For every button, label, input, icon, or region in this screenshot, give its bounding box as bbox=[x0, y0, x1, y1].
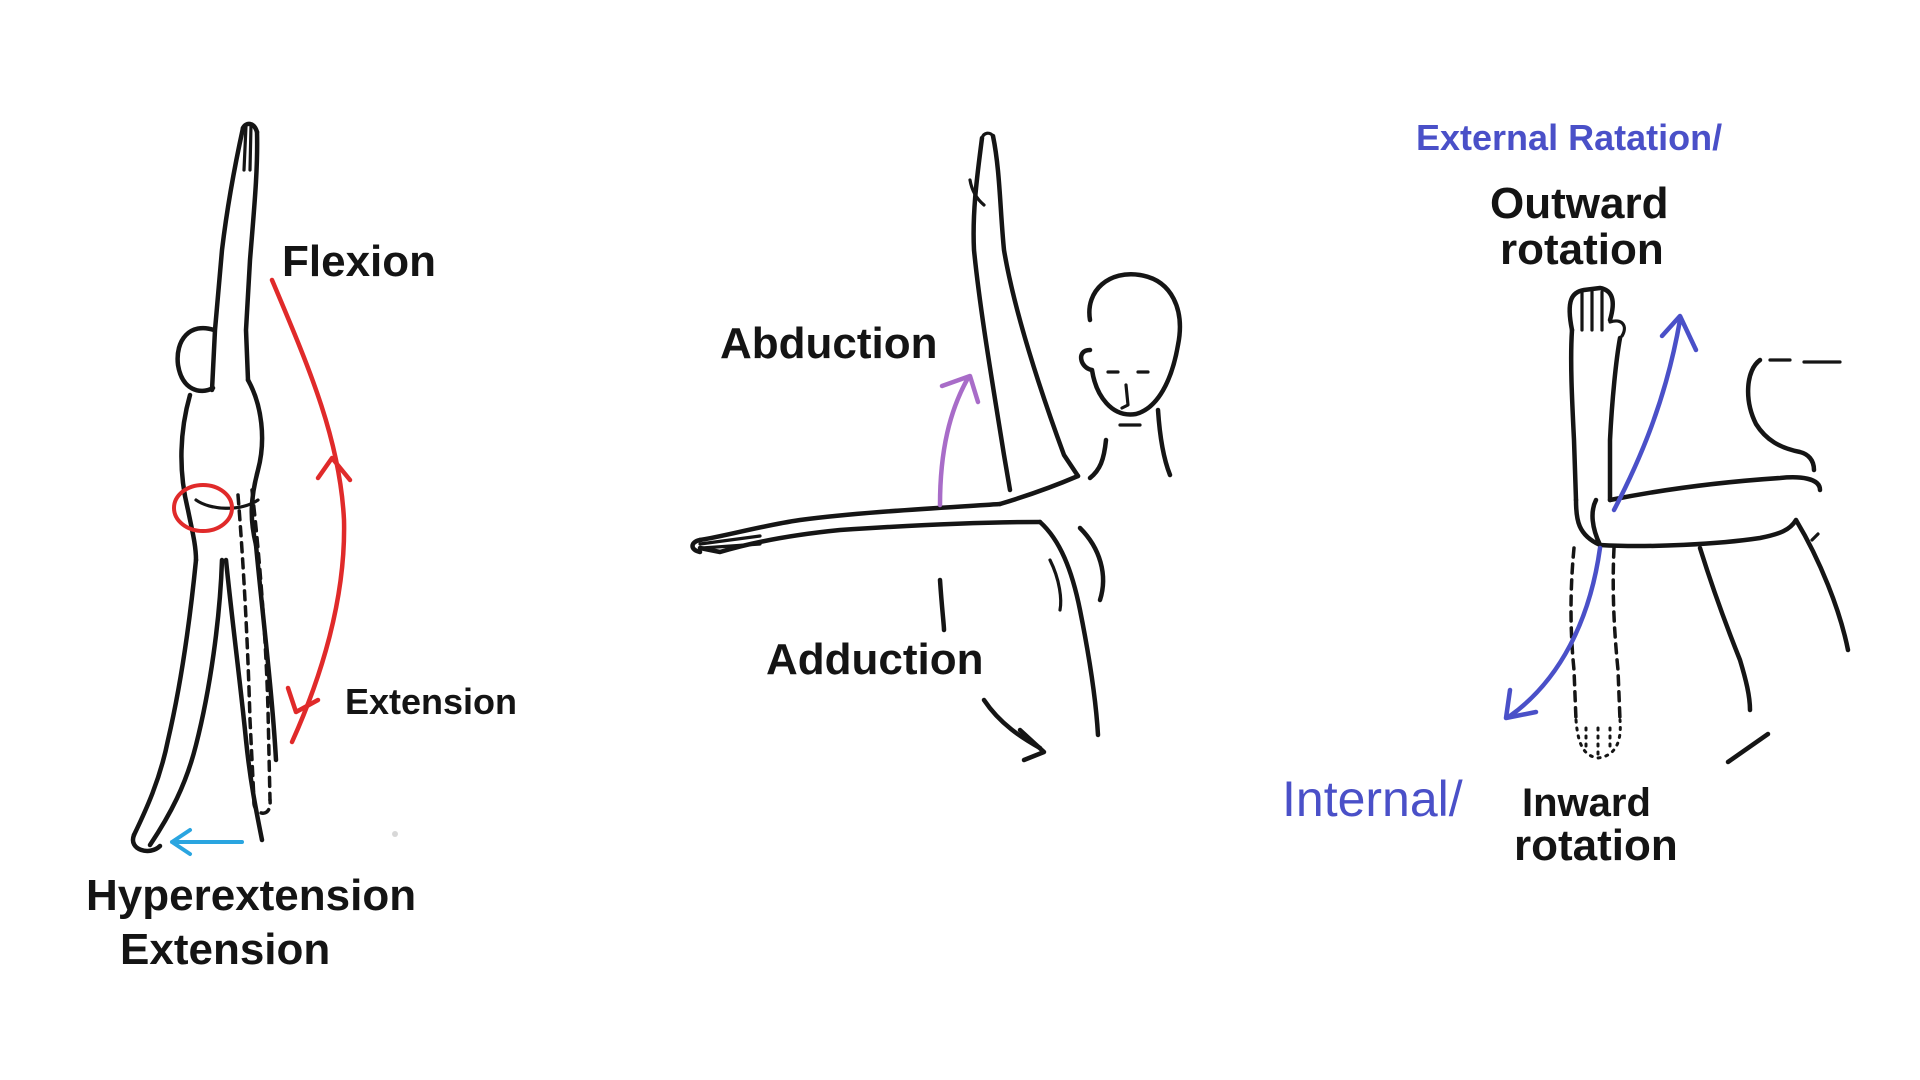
adduction-label: Adduction bbox=[766, 635, 984, 684]
outward-rotation-label: rotation bbox=[1500, 225, 1664, 274]
outward-label: Outward bbox=[1490, 179, 1668, 228]
abduction-label: Abduction bbox=[720, 319, 938, 368]
flexion-extension-panel: Flexion Extension Hyperextension Extensi… bbox=[86, 121, 517, 974]
external-rotation-arrowhead bbox=[1659, 313, 1699, 353]
abduction-arrowhead bbox=[939, 373, 981, 405]
hyperextension-label: Hyperextension bbox=[86, 871, 416, 920]
extension-small-label: Extension bbox=[345, 681, 517, 722]
flexion-arc-arrow bbox=[269, 277, 347, 745]
extension-arrowhead bbox=[285, 685, 321, 715]
rotation-panel: External Ratation/ Outward rotation Inte… bbox=[1282, 117, 1851, 870]
internal-rotation-label: Internal/ bbox=[1282, 771, 1463, 827]
extension-label: Extension bbox=[120, 925, 330, 974]
internal-rotation-arrowhead bbox=[1503, 687, 1539, 721]
inward-rotation-label: rotation bbox=[1514, 821, 1678, 870]
abduction-adduction-panel: Abduction Adduction bbox=[690, 131, 1183, 763]
internal-rotation-arrow bbox=[1507, 545, 1603, 719]
adduction-arrowhead bbox=[1017, 727, 1047, 763]
external-rotation-label: External Ratation/ bbox=[1416, 117, 1722, 158]
flexion-label: Flexion bbox=[282, 237, 436, 286]
figure-front-view-arms bbox=[690, 131, 1183, 738]
external-rotation-arrow bbox=[1611, 317, 1683, 513]
hyperextension-arrow bbox=[170, 828, 244, 856]
shoulder-joint-marker bbox=[172, 483, 234, 533]
figure-elbow-bent bbox=[1567, 285, 1851, 765]
inward-label: Inward bbox=[1522, 781, 1651, 825]
abduction-arrow bbox=[937, 375, 971, 508]
speck bbox=[392, 831, 398, 837]
flexion-arrowhead bbox=[315, 455, 353, 483]
standing-figure-side-view bbox=[130, 121, 279, 854]
